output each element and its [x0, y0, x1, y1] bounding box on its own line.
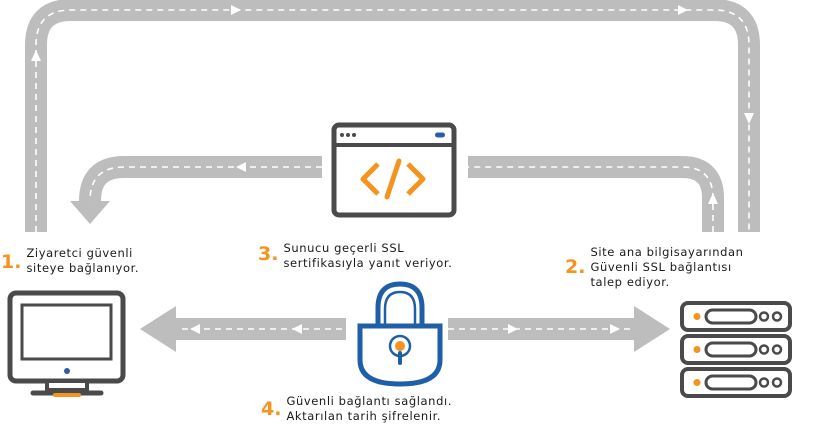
step-4-line-2: Aktarılan tarih şifrelenir.: [286, 409, 442, 423]
top-loop-arrow: [25, 0, 760, 232]
step-3-number: 3.: [258, 243, 279, 265]
step-1-line-2: siteye bağlanıyor.: [26, 261, 140, 275]
step-1: 1. Ziyaretci güvenli siteye bağlanıyor.: [1, 246, 139, 276]
step-2: 2. Site ana bilgisayarından Güvenli SSL …: [565, 245, 744, 290]
step-4-text: Güvenli bağlantı sağlandı. Aktarılan tar…: [286, 394, 452, 424]
step-2-text: Site ana bilgisayarından Güvenli SSL bağ…: [590, 245, 743, 290]
step-2-line-1: Site ana bilgisayarından: [590, 245, 744, 259]
middle-loop-arrow: [70, 156, 724, 232]
step-1-line-1: Ziyaretci güvenli: [26, 246, 133, 260]
step-3-line-1: Sunucu geçerli SSL: [283, 241, 405, 255]
bottom-arrows: [140, 306, 670, 352]
step-2-number: 2.: [565, 256, 586, 278]
code-browser-icon: [331, 122, 457, 218]
step-3-line-2: sertifikasıyla yanıt veriyor.: [283, 256, 453, 270]
step-1-number: 1.: [1, 251, 22, 273]
step-4: 4. Güvenli bağlantı sağlandı. Aktarılan …: [261, 394, 452, 424]
step-4-line-1: Güvenli bağlantı sağlandı.: [286, 394, 453, 408]
step-2-line-3: talep ediyor.: [590, 275, 670, 289]
step-4-number: 4.: [261, 398, 282, 420]
server-icon: [680, 301, 792, 398]
monitor-icon: [7, 290, 126, 397]
step-3-text: Sunucu geçerli SSL sertifikasıyla yanıt …: [283, 241, 452, 271]
step-1-text: Ziyaretci güvenli siteye bağlanıyor.: [26, 246, 139, 276]
step-3: 3. Sunucu geçerli SSL sertifikasıyla yan…: [258, 241, 452, 271]
step-2-line-2: Güvenli SSL bağlantısı: [590, 260, 732, 274]
padlock-icon: [357, 281, 443, 387]
